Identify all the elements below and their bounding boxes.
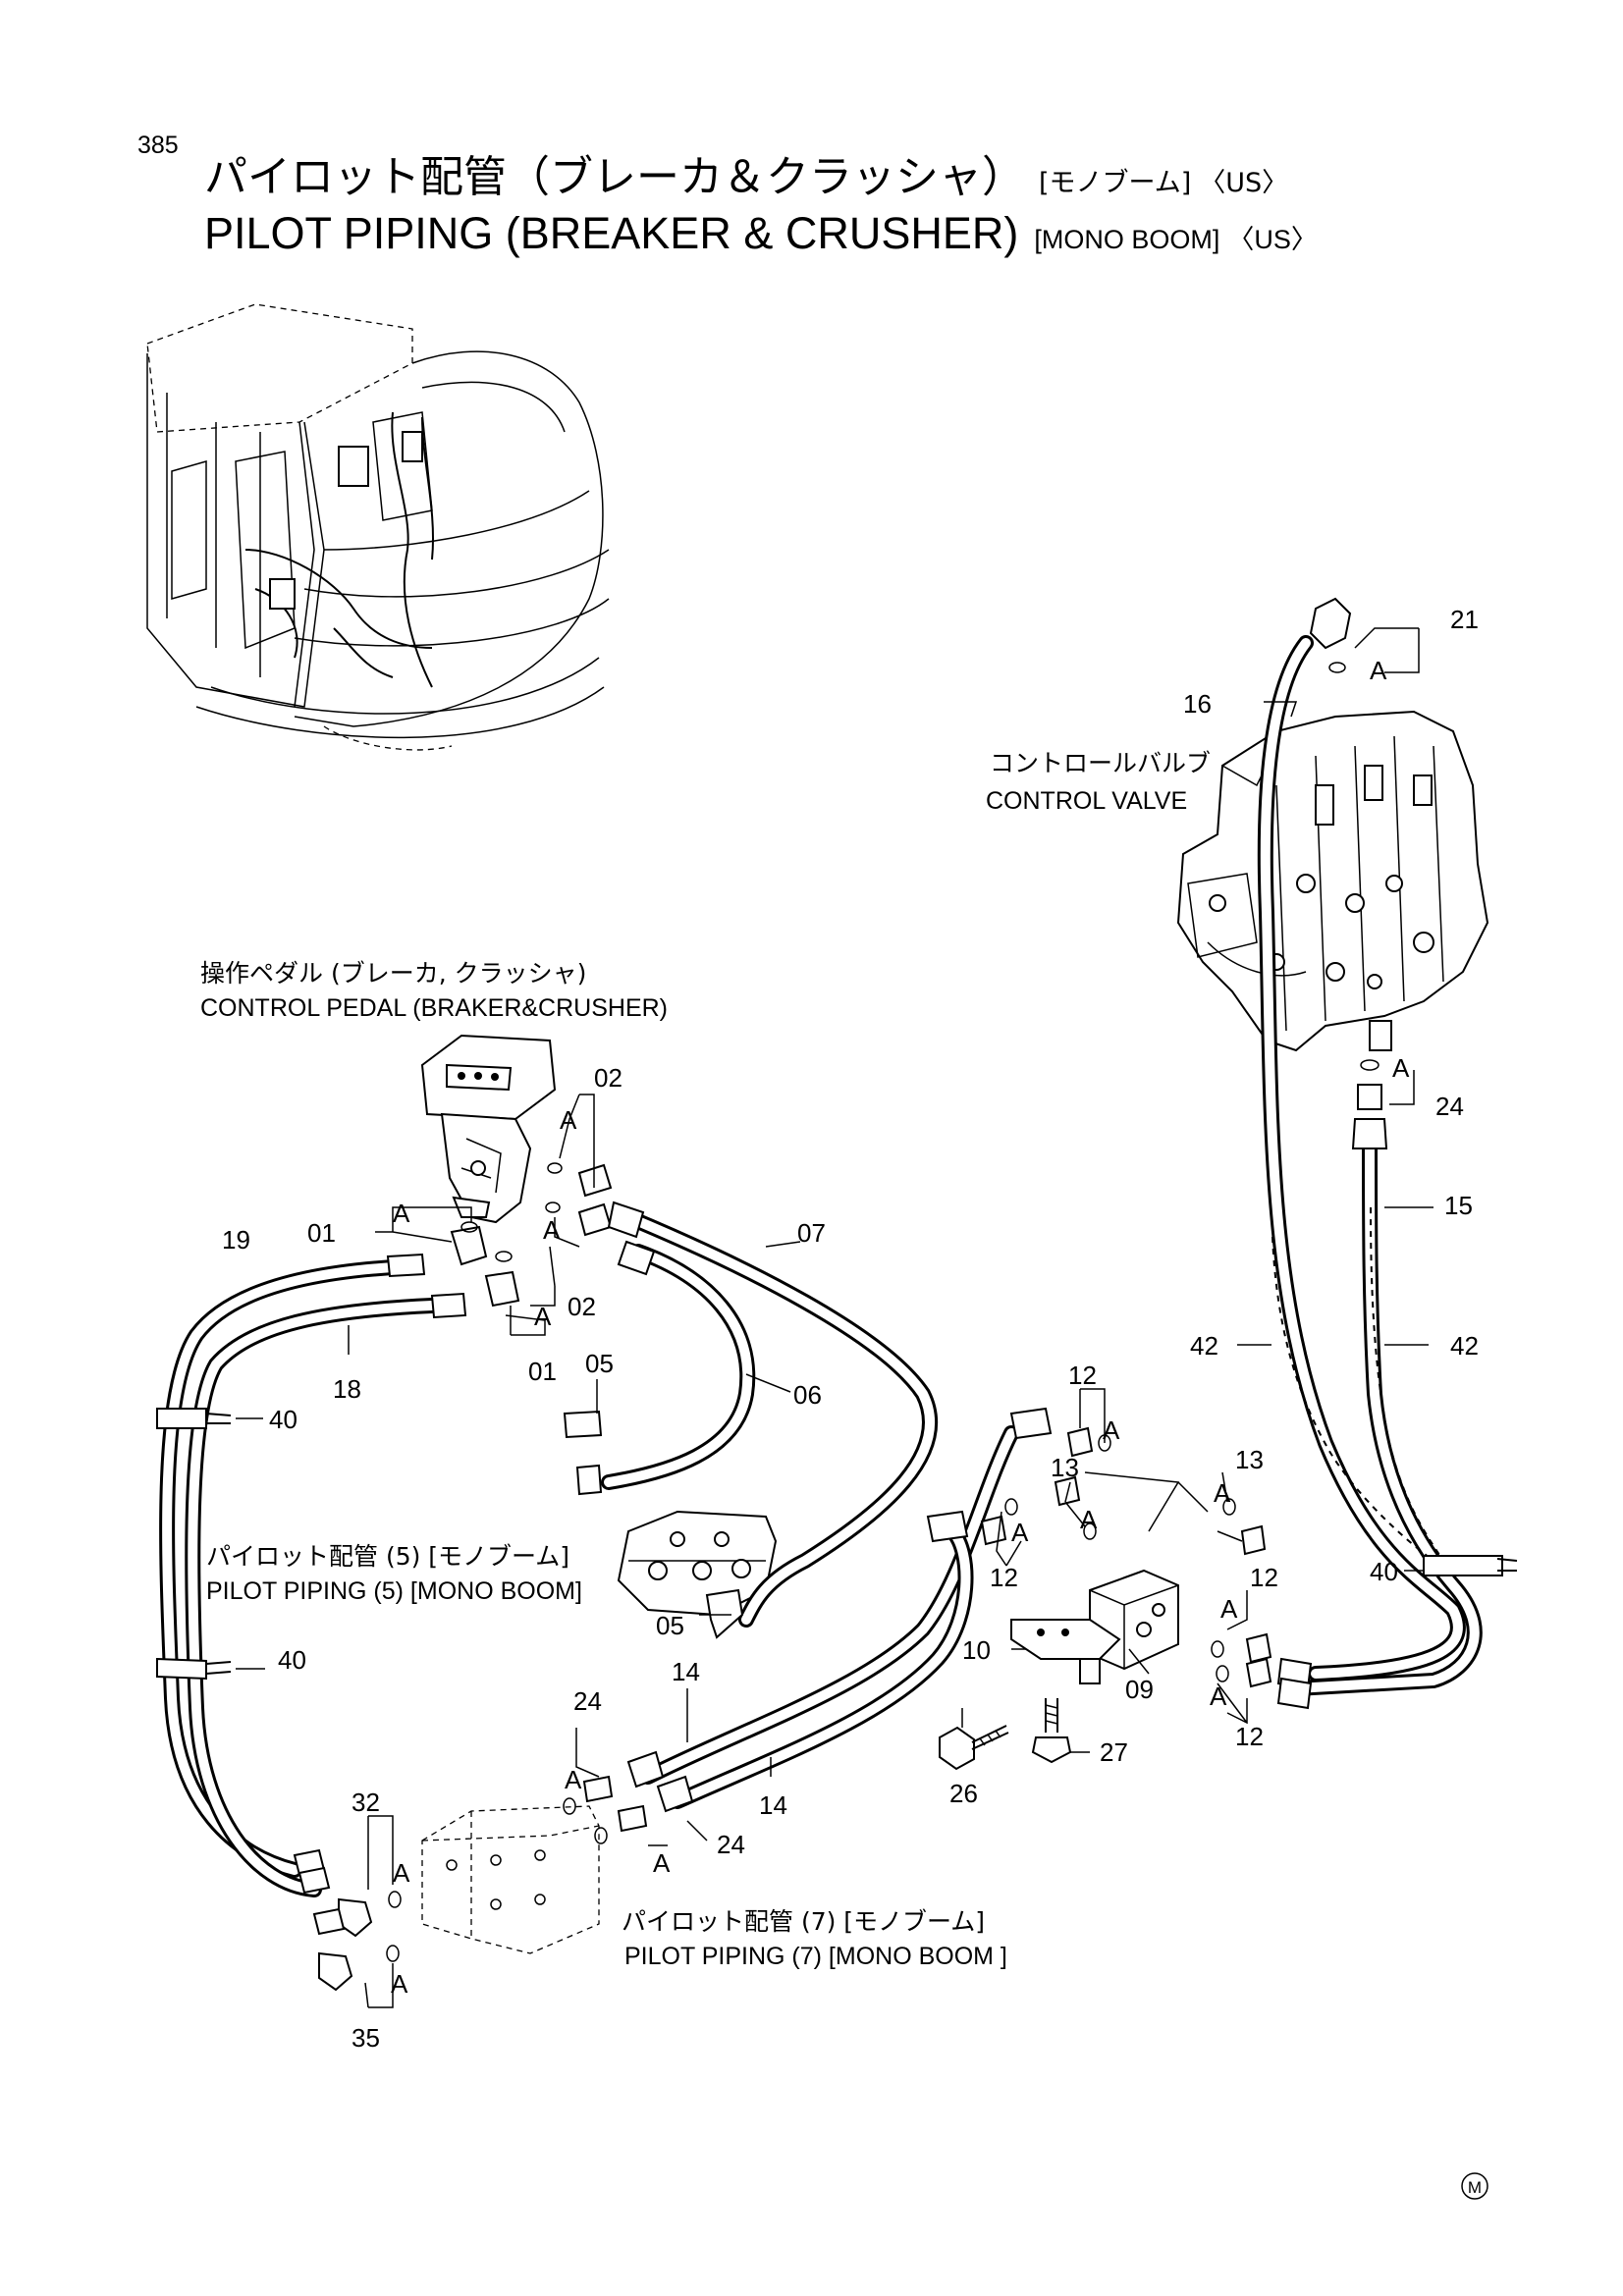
pilot-piping-7-block [421, 1805, 600, 1954]
pilot-piping-5-en: PILOT PIPING (5) [MONO BOOM] [206, 1577, 582, 1605]
part-24-upper: 24 [573, 1686, 602, 1716]
callout-control-valve: コントロールバルブ CONTROL VALVE [986, 749, 1211, 815]
bolt-26 [939, 1725, 1009, 1771]
callout-control-pedal: 操作ペダル (ブレーカ, クラッシャ) CONTROL PEDAL (BRAKE… [200, 959, 668, 1022]
bolt-27 [1031, 1698, 1072, 1764]
hoses [159, 635, 1483, 1897]
part-02-lower: 02 [568, 1292, 596, 1321]
callout-pilot-piping-7: パイロット配管 (7) [モノブーム] PILOT PIPING (7) [MO… [622, 1907, 1007, 1970]
mark-a-35: A [391, 1969, 408, 1999]
page-number: 385 [137, 132, 179, 159]
part-18: 18 [333, 1374, 361, 1404]
part-12-right-lower: 12 [1235, 1722, 1264, 1751]
control-pedal-assembly [420, 1034, 557, 1224]
part-05-upper: 05 [585, 1349, 614, 1378]
pilot-piping-7-jp: パイロット配管 (7) [モノブーム] [622, 1907, 985, 1936]
mark-a-02-upper: A [560, 1105, 577, 1135]
mark-a-13-right: A [1214, 1478, 1231, 1508]
part-14-upper: 14 [672, 1657, 700, 1686]
control-valve-assembly [1176, 710, 1489, 1052]
mark-a-01-lower: A [534, 1302, 552, 1331]
part-27: 27 [1100, 1737, 1128, 1767]
mark-a-21: A [1370, 656, 1387, 685]
footer-mark-letter: M [1468, 2178, 1482, 2197]
mark-a-12-right-lower: A [1210, 1682, 1227, 1711]
part-06: 06 [793, 1380, 822, 1410]
footer-mark: M [1461, 2172, 1488, 2200]
pilot-piping-5-jp: パイロット配管 (5) [モノブーム] [206, 1542, 569, 1571]
pilot-piping-7-en: PILOT PIPING (7) [MONO BOOM ] [624, 1943, 1007, 1970]
part-12-right-upper: 12 [1250, 1563, 1278, 1592]
mark-a-32: A [393, 1858, 410, 1888]
protector-sleeve-42 [1271, 1206, 1444, 1562]
control-pedal-en: CONTROL PEDAL (BRAKER&CRUSHER) [200, 994, 668, 1022]
mark-a-24-valve: A [1392, 1053, 1410, 1083]
part-12-top: 12 [1068, 1361, 1097, 1390]
part-01-lower: 01 [528, 1357, 557, 1386]
part-12-left: 12 [990, 1563, 1018, 1592]
title-en-main: PILOT PIPING (BREAKER & CRUSHER) [204, 208, 1018, 258]
part-09: 09 [1125, 1675, 1154, 1704]
part-10: 10 [962, 1635, 991, 1665]
title-jp-region: 〈US〉 [1199, 168, 1288, 198]
part-42-left: 42 [1190, 1331, 1218, 1361]
part-21: 21 [1450, 605, 1479, 634]
part-16: 16 [1183, 689, 1212, 719]
part-19: 19 [222, 1225, 250, 1255]
part-07: 07 [797, 1218, 826, 1248]
part-15: 15 [1444, 1191, 1473, 1220]
part-32: 32 [352, 1788, 380, 1817]
mark-a-12-left: A [1011, 1518, 1029, 1547]
part-24-valve: 24 [1435, 1092, 1464, 1121]
control-pedal-jp: 操作ペダル (ブレーカ, クラッシャ) [200, 959, 586, 988]
hose-06 [601, 1244, 756, 1490]
title-en-tag: [MONO BOOM] [1034, 225, 1219, 254]
part-number-labels: 21 16 24 15 42 42 40 02 02 01 01 19 18 0… [222, 605, 1479, 2053]
title-japanese: パイロット配管（ブレーカ＆クラッシャ） [モノブーム] 〈US〉 [204, 152, 1288, 202]
title-jp-main: パイロット配管（ブレーカ＆クラッシャ） [204, 152, 1025, 202]
mark-a-13-left: A [1080, 1505, 1098, 1534]
part-40-lower: 40 [278, 1645, 306, 1675]
part-26: 26 [949, 1779, 978, 1808]
hose-clamps [156, 1408, 1518, 1681]
leader-lines [236, 627, 1434, 2008]
machine-overview-illustration [146, 303, 610, 751]
group-mark-labels: A A A A A A A A A A A A A A A A [391, 656, 1410, 1999]
title-en-region: 〈US〉 [1227, 225, 1318, 254]
part-02-upper: 02 [594, 1063, 622, 1093]
control-valve-jp: コントロールバルブ [990, 749, 1211, 777]
part-40-valve: 40 [1370, 1557, 1398, 1586]
part-13-left: 13 [1051, 1453, 1079, 1482]
mark-a-12-top: A [1103, 1415, 1120, 1445]
part-05-lower: 05 [656, 1611, 684, 1640]
callout-pilot-piping-5: パイロット配管 (5) [モノブーム] PILOT PIPING (5) [MO… [206, 1542, 582, 1605]
title-jp-tag: [モノブーム] [1039, 168, 1191, 198]
part-13-right: 13 [1235, 1445, 1264, 1474]
mark-a-24-lower: A [653, 1848, 671, 1878]
part-01-upper: 01 [307, 1218, 336, 1248]
title-english: PILOT PIPING (BREAKER & CRUSHER) [MONO BO… [204, 208, 1318, 258]
part-35: 35 [352, 2023, 380, 2053]
part-14-lower: 14 [759, 1790, 787, 1820]
bracket-10 [1010, 1619, 1121, 1684]
title-block: パイロット配管（ブレーカ＆クラッシャ） [モノブーム] 〈US〉 PILOT PIP… [204, 152, 1318, 258]
part-40-upper: 40 [269, 1405, 298, 1434]
part-24-lower: 24 [717, 1830, 745, 1859]
mark-a-12-right-upper: A [1220, 1594, 1238, 1624]
mark-a-02-lower: A [543, 1215, 561, 1245]
mark-a-24-upper: A [565, 1765, 582, 1794]
control-valve-en: CONTROL VALVE [986, 787, 1187, 815]
mark-a-01-upper: A [393, 1199, 410, 1228]
part-42-right: 42 [1450, 1331, 1479, 1361]
